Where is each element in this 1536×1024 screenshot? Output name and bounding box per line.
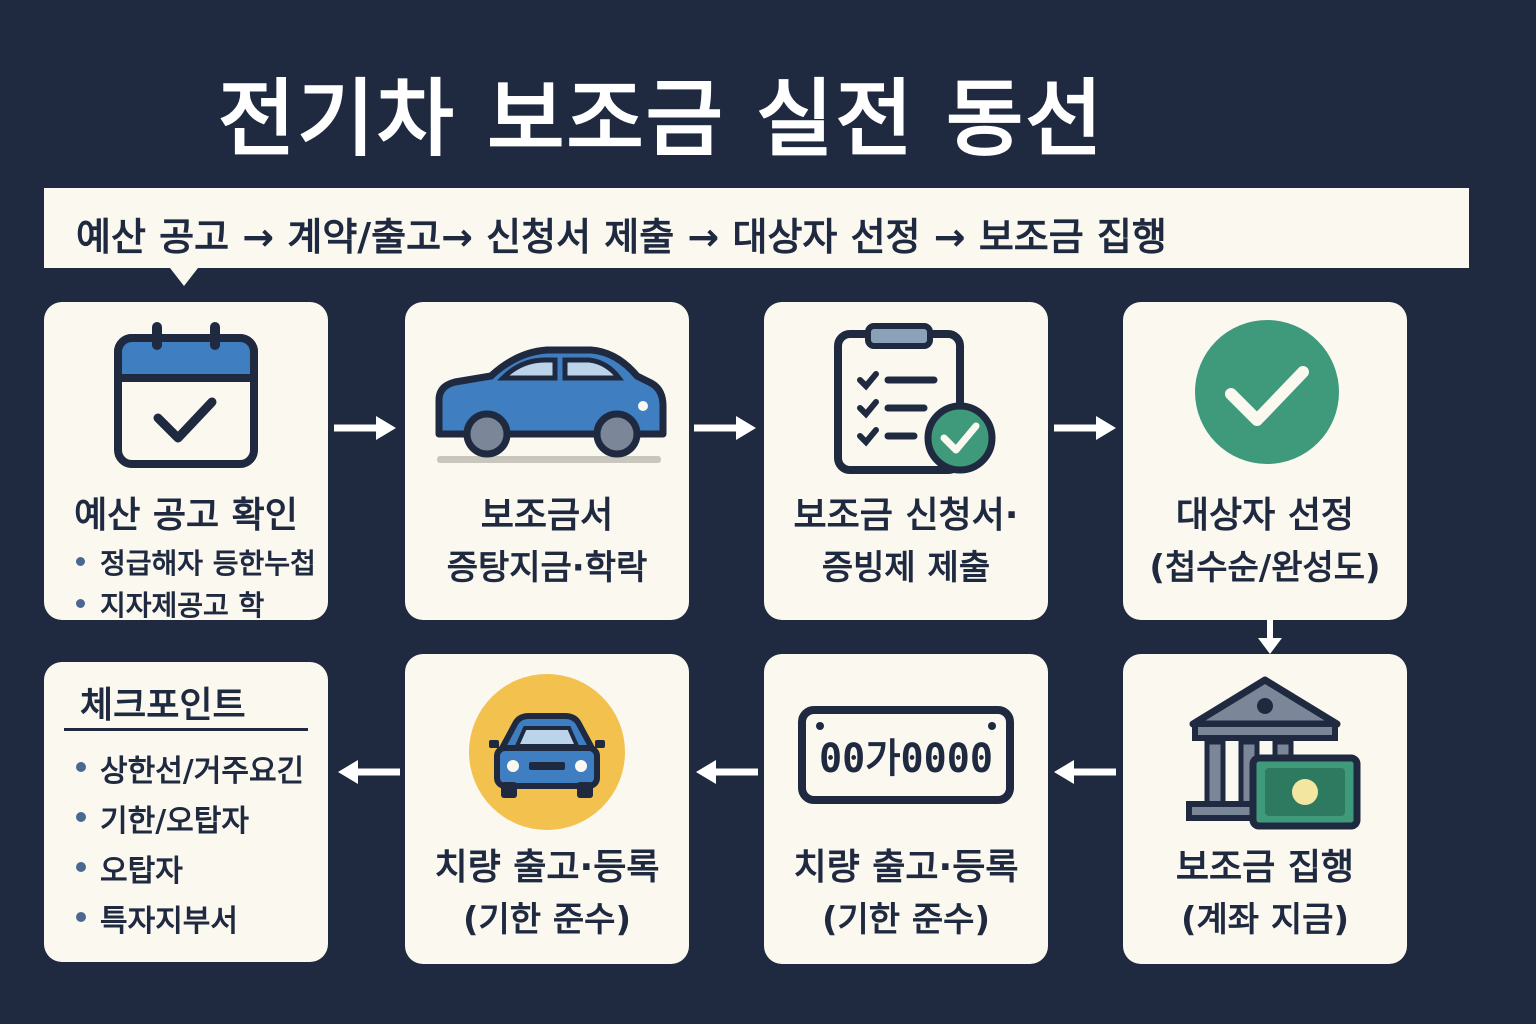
flow-summary-banner: 예산 공고 → 계약/출고→ 신청서 제출 → 대상자 선정 → 보조금 집행 <box>44 188 1469 268</box>
license-plate-icon: 00가0000 <box>764 654 1048 834</box>
bank-money-icon <box>1123 654 1407 834</box>
step-card-selection: 대상자 선정 (첩수순/완성도) <box>1123 302 1407 620</box>
step-title: 보조금 신청서· <box>793 495 1019 536</box>
step-card-payment: 보조금 집행 (계좌 지금) <box>1123 654 1407 964</box>
arrow-right-icon <box>334 416 396 440</box>
checkpoint-list: 상한선/거주요긴 기한/오탑자 오탑자 특자지부서 <box>74 746 304 946</box>
step-subtitle: (기한 준수) <box>821 900 991 940</box>
list-item: 특자지부서 <box>74 896 304 946</box>
check-circle-icon <box>1123 302 1407 482</box>
plate-number: 00가0000 <box>819 736 993 782</box>
divider <box>64 728 308 731</box>
step-title: 치량 출고·등록 <box>793 847 1019 888</box>
list-item: 오탑자 <box>74 846 304 896</box>
step-card-contract: 보조금서 증탕지금·학락 <box>405 302 689 620</box>
list-item: 상한선/거주요긴 <box>74 746 304 796</box>
arrow-left-icon <box>1054 760 1116 784</box>
step-subtitle: (첩수순/완성도) <box>1149 548 1381 588</box>
checkpoint-card: 체크포인트 상한선/거주요긴 기한/오탑자 오탑자 특자지부서 <box>44 662 328 962</box>
list-item: 지자제공고 학 <box>74 584 316 626</box>
list-item: 정급해자 등한누첩 <box>74 542 316 584</box>
flow-summary-text: 예산 공고 → 계약/출고→ 신청서 제출 → 대상자 선정 → 보조금 집행 <box>76 215 1167 259</box>
step-card-registration-plate: 00가0000 치량 출고·등록 (기한 준수) <box>764 654 1048 964</box>
step-title: 예산 공고 확인 <box>74 495 298 536</box>
step-card-delivery: 치량 출고·등록 (기한 준수) <box>405 654 689 964</box>
page-title: 전기차 보조금 실전 동선 <box>218 70 1105 168</box>
list-item: 기한/오탑자 <box>74 796 304 846</box>
arrow-left-icon <box>338 760 400 784</box>
arrow-left-icon <box>696 760 758 784</box>
step-title: 대상자 선정 <box>1175 495 1355 536</box>
step-subtitle: (기한 준수) <box>462 900 632 940</box>
arrow-right-icon <box>1054 416 1116 440</box>
checkpoint-title: 체크포인트 <box>80 685 246 726</box>
step-subtitle: (계좌 지금) <box>1180 900 1350 940</box>
arrow-down-icon <box>1258 620 1282 654</box>
step-card-budget: 예산 공고 확인 정급해자 등한누첩 지자제공고 학 <box>44 302 328 622</box>
step-subtitle: 증탕지금·학락 <box>446 548 648 588</box>
step-card-application: 보조금 신청서· 증빙제 제출 <box>764 302 1048 620</box>
calendar-check-icon <box>44 302 328 482</box>
step-title: 보조금 집행 <box>1175 847 1355 888</box>
step-subtitle: 증빙제 제출 <box>821 548 991 588</box>
arrow-right-icon <box>694 416 756 440</box>
car-icon <box>405 302 689 482</box>
step-bullet-list: 정급해자 등한누첩 지자제공고 학 <box>74 542 316 626</box>
banner-pointer <box>170 268 198 286</box>
step-title: 치량 출고·등록 <box>434 847 660 888</box>
step-title: 보조금서 <box>480 495 614 536</box>
car-front-icon <box>405 654 689 834</box>
clipboard-checklist-icon <box>764 302 1048 482</box>
